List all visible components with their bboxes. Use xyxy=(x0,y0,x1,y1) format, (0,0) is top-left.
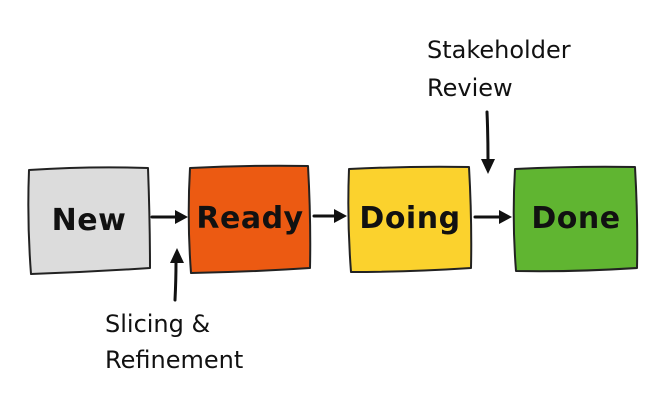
stage-new: New xyxy=(27,166,151,275)
stage-new-label: New xyxy=(52,203,127,238)
annotation-slicing-line2: Refinement xyxy=(105,346,243,374)
annotation-review-line1: Stakeholder xyxy=(427,36,571,64)
arrow-new-to-ready xyxy=(150,210,188,224)
stage-ready: Ready xyxy=(187,164,312,274)
annotation-review-arrow xyxy=(481,110,495,174)
stage-new-box xyxy=(27,166,151,275)
annotation-slicing-line1: Slicing & xyxy=(105,310,210,338)
stage-ready-label: Ready xyxy=(196,201,303,236)
stage-doing: Doing xyxy=(347,165,473,273)
stage-done: Done xyxy=(512,165,639,273)
stage-doing-label: Doing xyxy=(359,201,460,236)
stage-ready-box xyxy=(187,164,312,274)
annotation-slicing-arrow xyxy=(170,248,184,302)
annotation-review-line2: Review xyxy=(427,74,513,102)
stage-doing-box xyxy=(347,165,473,273)
stage-done-label: Done xyxy=(531,201,620,236)
stage-done-box xyxy=(512,165,639,273)
arrow-ready-to-doing xyxy=(312,209,347,223)
arrow-doing-to-done xyxy=(473,210,512,224)
